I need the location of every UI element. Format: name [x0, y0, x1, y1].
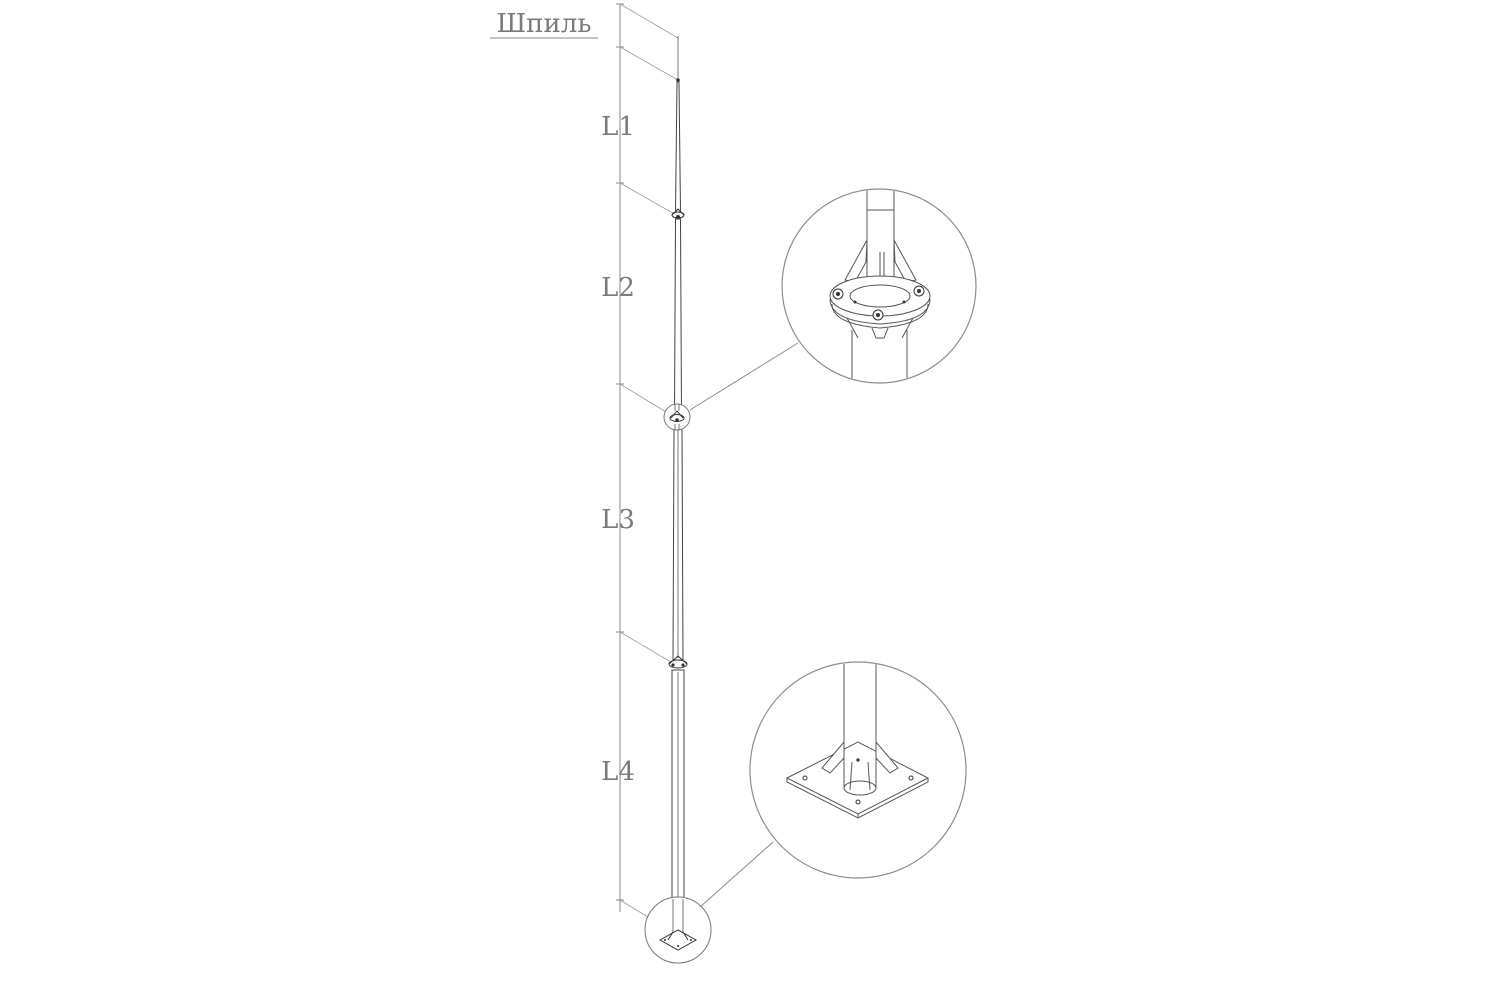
mast-section-2 [673, 218, 683, 413]
section-label-l3: L3 [601, 505, 635, 535]
spire-callout: Шпиль [490, 9, 598, 39]
base-detail-view [749, 661, 967, 879]
joint-detail-leader [689, 342, 799, 411]
joint-marker-circle [663, 403, 691, 431]
mast [668, 36, 688, 931]
joint-detail-view [781, 188, 977, 384]
dimension-chain [616, 3, 679, 929]
mast-joint-3 [668, 655, 688, 669]
section-label-l1: L1 [601, 112, 635, 142]
mast-section-1 [674, 81, 682, 213]
mast-joint-1 [671, 208, 685, 219]
spire-label: Шпиль [497, 9, 592, 39]
section-label-l2: L2 [601, 273, 635, 303]
base-detail-leader [699, 841, 774, 908]
base-marker-circle [644, 896, 712, 964]
section-label-l4: L4 [601, 757, 635, 787]
